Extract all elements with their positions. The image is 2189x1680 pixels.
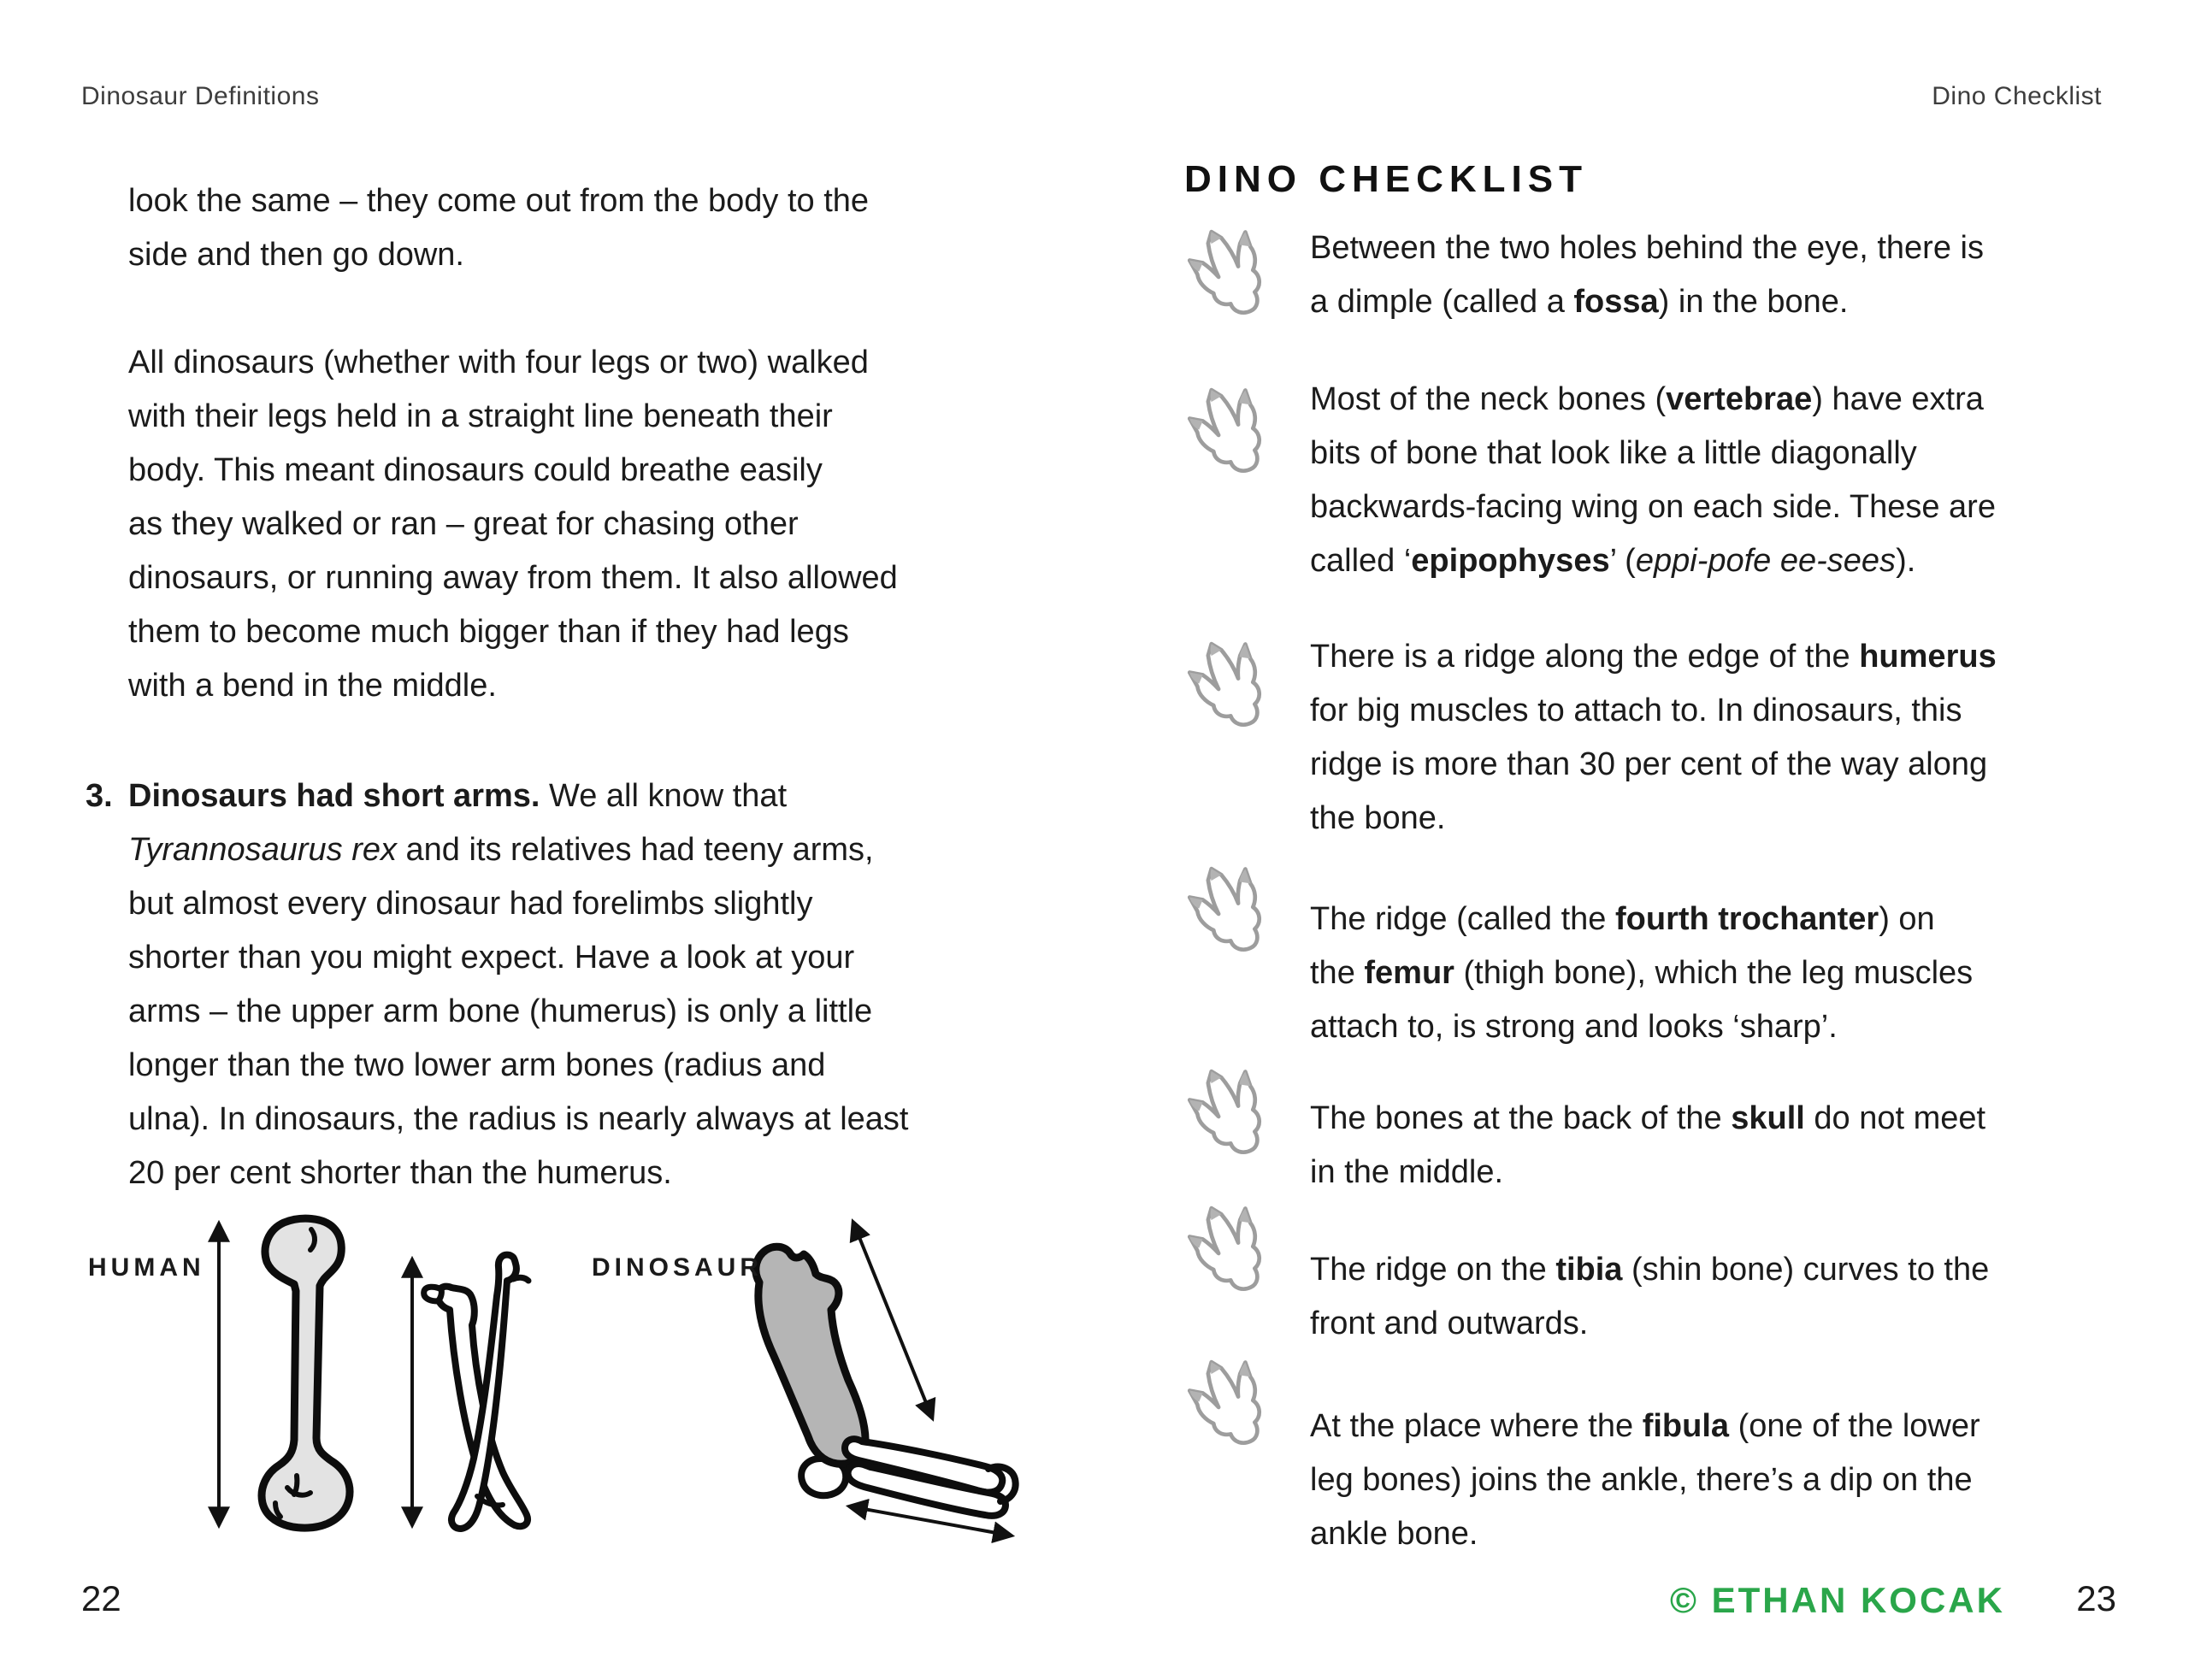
right-page-number: 23 bbox=[2076, 1578, 2116, 1618]
figure-label-dinosaur: DINOSAUR bbox=[592, 1253, 764, 1282]
left-page-number: 22 bbox=[81, 1578, 121, 1618]
checklist-title: DINO CHECKLIST bbox=[1184, 158, 1588, 200]
dinosaur-forearm-arrow bbox=[845, 1498, 1016, 1544]
checklist-item-skull: The bones at the back of the skull do no… bbox=[1310, 1100, 1986, 1190]
checklist-item-tibia: The ridge on the tibia (shin bone) curve… bbox=[1310, 1252, 1990, 1341]
dino-footprint-icon bbox=[1187, 633, 1277, 735]
dino-footprint-icon bbox=[1187, 1351, 1277, 1453]
dino-footprint-icon bbox=[1187, 858, 1277, 960]
checklist-item-humerus: There is a ridge along the edge of the h… bbox=[1310, 639, 1997, 836]
illustrator-credit: © ETHAN KOCAK bbox=[1670, 1580, 2005, 1620]
human-humerus-bone bbox=[257, 1214, 354, 1532]
dino-footprint-icon bbox=[1187, 379, 1277, 481]
list-number-3: 3. bbox=[86, 778, 113, 814]
dino-footprint-icon bbox=[1187, 1060, 1277, 1163]
body-paragraph-walking: All dinosaurs (whether with four legs or… bbox=[128, 345, 898, 704]
dinosaur-humerus-arrow bbox=[849, 1218, 936, 1422]
dino-footprint-icon bbox=[1187, 221, 1277, 323]
dinosaur-radius-ulna-bones bbox=[841, 1435, 1019, 1519]
checklist-item-vertebrae: Most of the neck bones (vertebrae) have … bbox=[1310, 381, 1996, 579]
body-paragraph-continuation: look the same – they come out from the b… bbox=[128, 183, 870, 273]
right-page-running-header: Dino Checklist bbox=[1932, 82, 2102, 110]
human-radius-ulna-bones bbox=[421, 1251, 532, 1532]
checklist-item-fourth-trochanter: The ridge (called the fourth trochanter)… bbox=[1310, 901, 1974, 1045]
dino-footprint-icon bbox=[1187, 1197, 1277, 1300]
checklist-item-fossa: Between the two holes behind the eye, th… bbox=[1310, 230, 1984, 320]
body-paragraph-short-arms: Dinosaurs had short arms. We all know th… bbox=[128, 778, 909, 1191]
checklist-item-fibula: At the place where the fibula (one of th… bbox=[1310, 1408, 1980, 1552]
bone-comparison-illustration bbox=[208, 1214, 1019, 1544]
figure-label-human: HUMAN bbox=[88, 1253, 205, 1282]
left-page-running-header: Dinosaur Definitions bbox=[81, 82, 320, 110]
